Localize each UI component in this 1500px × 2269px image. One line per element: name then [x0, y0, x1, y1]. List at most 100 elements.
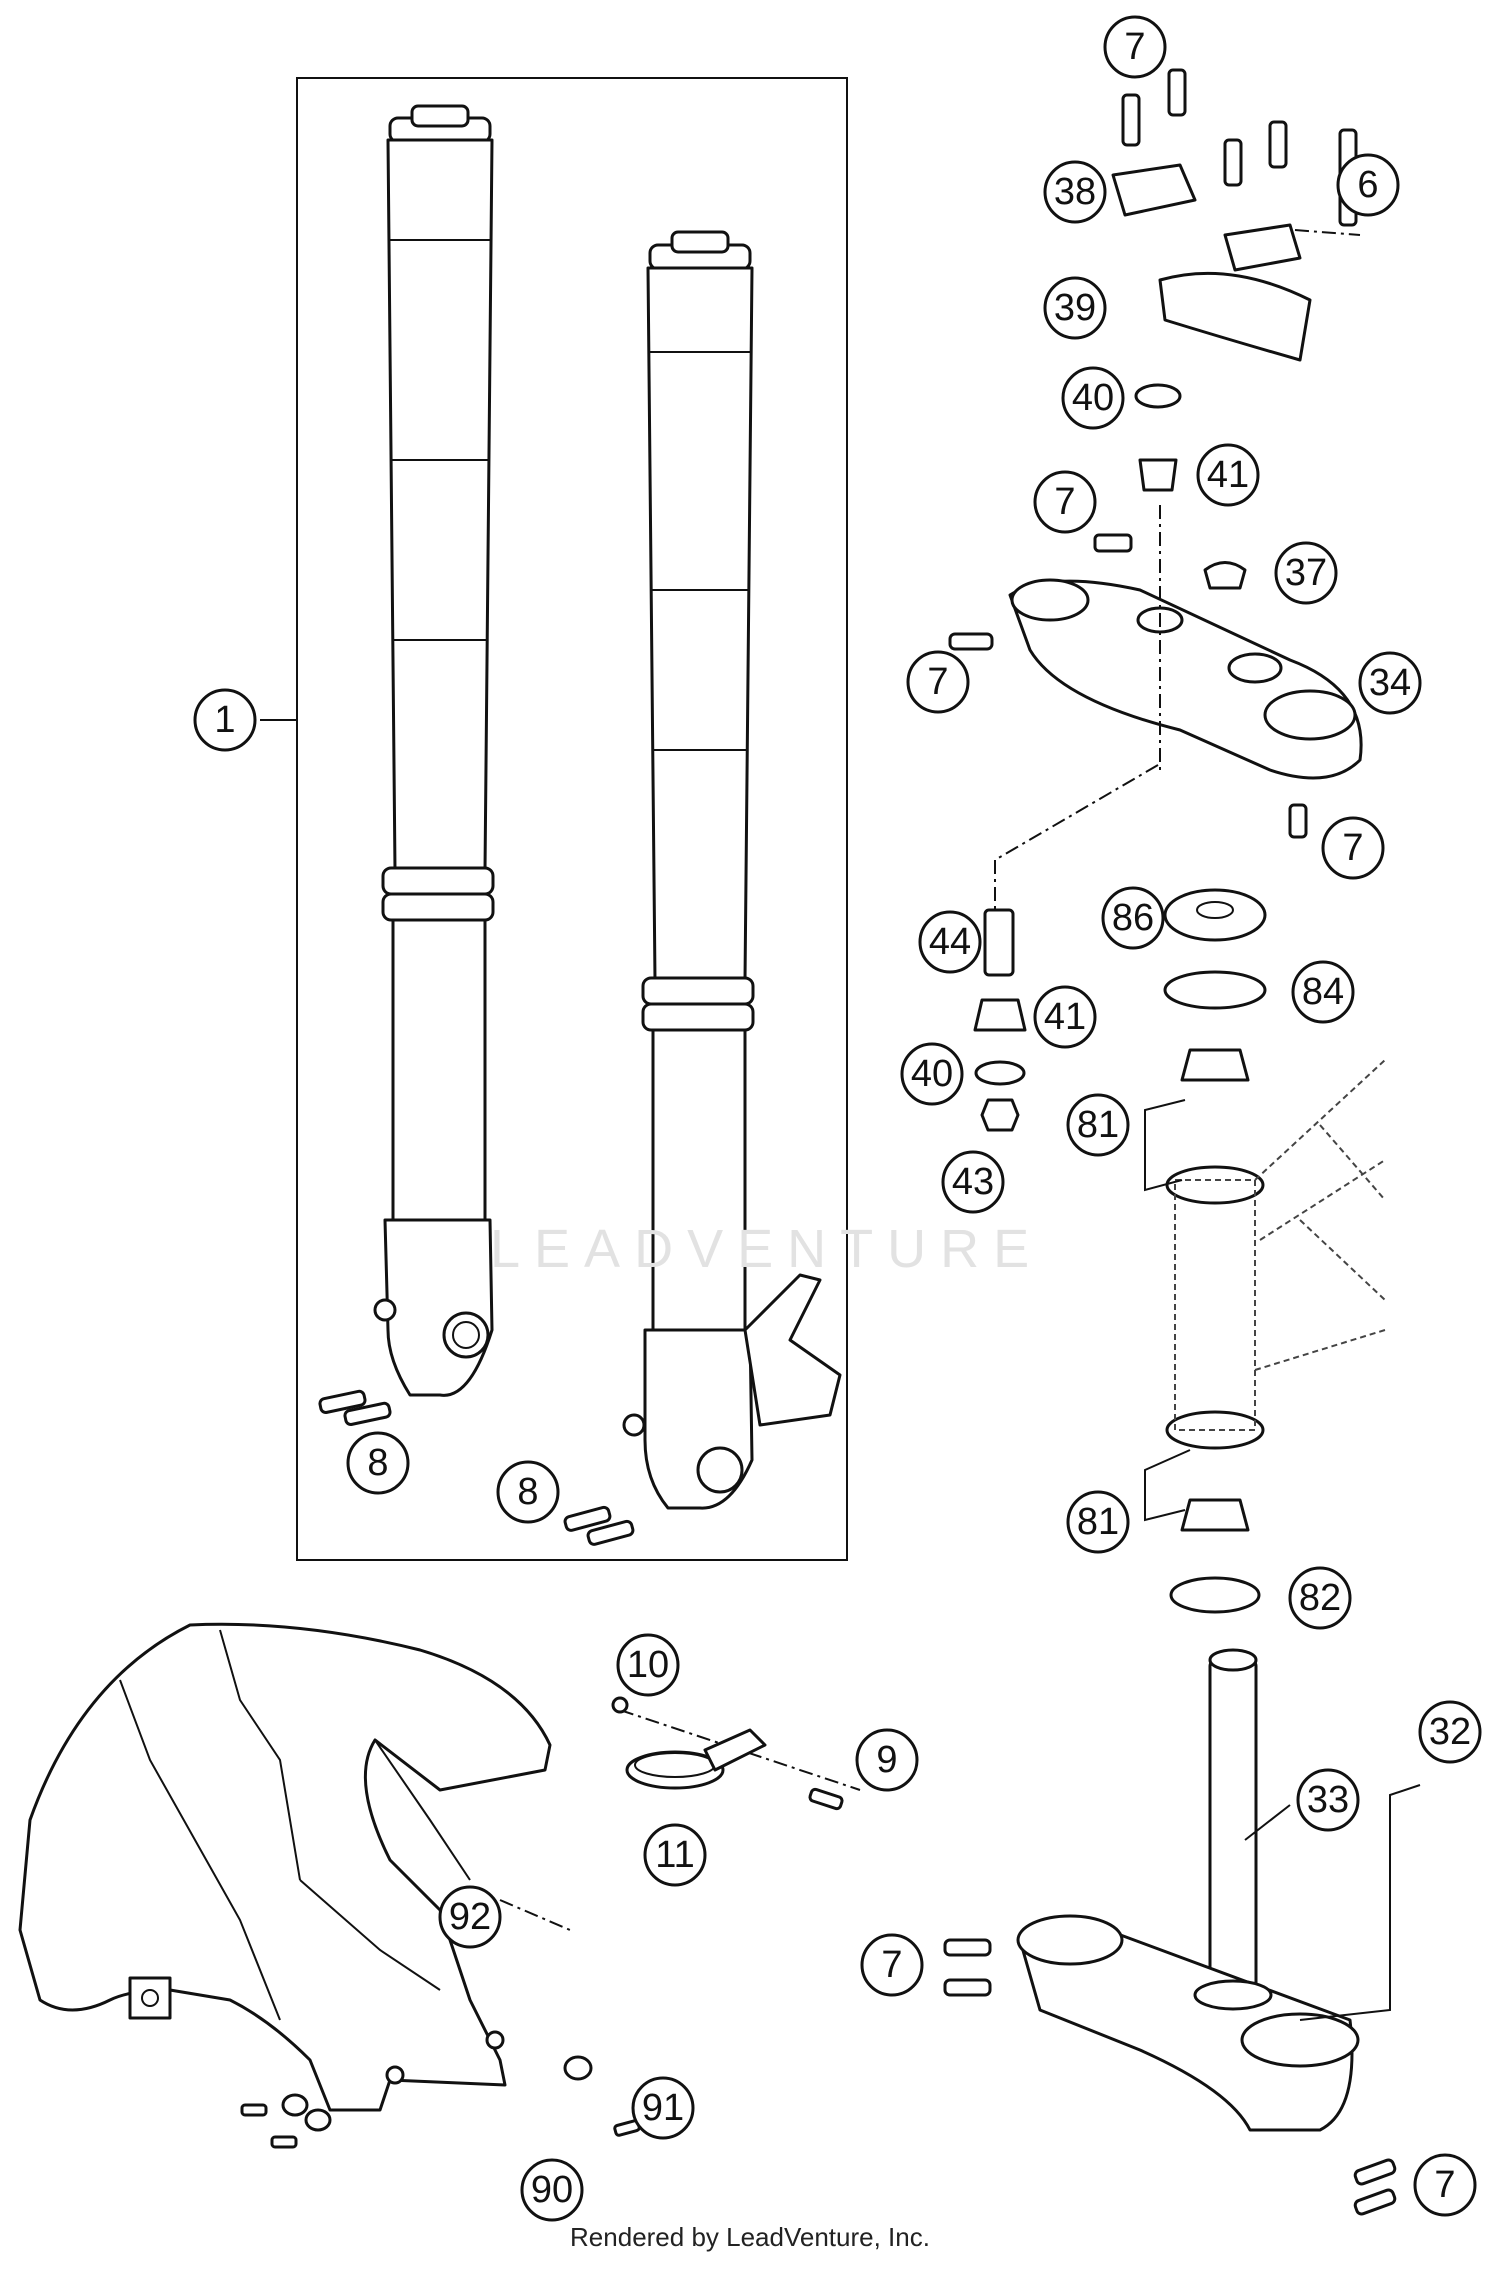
bearing-81-lower [1180, 1498, 1250, 1532]
callout-7-bottom[interactable]: 7 [1413, 2153, 1477, 2217]
callout-40-lower[interactable]: 40 [900, 1042, 964, 1106]
callout-6[interactable]: 6 [1336, 153, 1400, 217]
callout-7-left[interactable]: 7 [906, 650, 970, 714]
fork-bolts-left [318, 1389, 392, 1426]
left-fork-leg [373, 104, 495, 1397]
right-fork-leg [622, 230, 842, 1510]
callout-44[interactable]: 44 [918, 910, 982, 974]
callout-8-right[interactable]: 8 [496, 1460, 560, 1524]
callout-9[interactable]: 9 [855, 1728, 919, 1792]
svg-text:10: 10 [627, 1644, 669, 1686]
svg-text:41: 41 [1044, 996, 1086, 1038]
svg-text:41: 41 [1207, 454, 1249, 496]
svg-text:44: 44 [929, 921, 971, 963]
svg-text:1: 1 [214, 699, 235, 741]
seal-82 [1169, 1576, 1261, 1614]
seal-ring-84 [1163, 970, 1267, 1010]
svg-text:81: 81 [1077, 1501, 1119, 1543]
svg-text:91: 91 [642, 2087, 684, 2129]
callout-11[interactable]: 11 [643, 1823, 707, 1887]
callout-86[interactable]: 86 [1101, 886, 1165, 950]
fender-screws [240, 2055, 641, 2149]
washer-40-lower [974, 1060, 1026, 1086]
washer-40-upper [1134, 383, 1182, 409]
fork-group-box [296, 77, 848, 1561]
cap-37 [1203, 561, 1247, 590]
axis-line-fender-bolt2 [499, 1899, 571, 1931]
fork-bolts-right [563, 1505, 635, 1546]
svg-text:8: 8 [517, 1471, 538, 1513]
callout-40-upper[interactable]: 40 [1061, 366, 1125, 430]
callout-81-upper[interactable]: 81 [1066, 1093, 1130, 1157]
upper-triple-clamp [948, 533, 1363, 839]
svg-text:9: 9 [876, 1739, 897, 1781]
sleeve-44 [983, 908, 1015, 977]
svg-text:7: 7 [1434, 2164, 1455, 2206]
handlebar-clamp-upper-2 [1223, 223, 1302, 272]
callout-43[interactable]: 43 [941, 1150, 1005, 1214]
callout-7-lower-left[interactable]: 7 [860, 1933, 924, 1997]
svg-text:6: 6 [1357, 164, 1378, 206]
callout-38[interactable]: 38 [1043, 160, 1107, 224]
callout-37[interactable]: 37 [1274, 541, 1338, 605]
svg-text:7: 7 [1342, 827, 1363, 869]
callout-82[interactable]: 82 [1288, 1566, 1352, 1630]
callout-81-lower[interactable]: 81 [1066, 1490, 1130, 1554]
svg-text:7: 7 [1054, 481, 1075, 523]
axis-line-mid [994, 764, 1159, 861]
nut-10 [611, 1696, 629, 1714]
callout-41-lower[interactable]: 41 [1033, 985, 1097, 1049]
callout-90[interactable]: 90 [520, 2158, 584, 2222]
steering-stem-33 [1208, 1658, 1258, 2002]
bearing-81-upper [1180, 1048, 1250, 1082]
front-fender [18, 1622, 552, 2112]
svg-text:40: 40 [911, 1053, 953, 1095]
callout-7-pinch[interactable]: 7 [1321, 816, 1385, 880]
svg-text:86: 86 [1112, 897, 1154, 939]
svg-text:34: 34 [1369, 662, 1411, 704]
svg-text:7: 7 [1124, 26, 1145, 68]
watermark: LEADVENTURE [490, 1219, 1044, 1279]
callout-8-left[interactable]: 8 [346, 1431, 410, 1495]
svg-text:11: 11 [655, 1834, 694, 1876]
svg-text:90: 90 [531, 2169, 573, 2211]
svg-text:32: 32 [1429, 1711, 1471, 1753]
callout-41-upper[interactable]: 41 [1196, 443, 1260, 507]
nut-43 [980, 1098, 1020, 1132]
callout-10[interactable]: 10 [616, 1633, 680, 1697]
svg-text:7: 7 [927, 661, 948, 703]
bolt-9 [808, 1787, 844, 1811]
frame-head-tube [1174, 1059, 1386, 1431]
fender-mount [128, 1976, 172, 2020]
bearing-race-81-upper [1165, 1165, 1265, 1205]
handlebar-clamp-upper-38 [1111, 163, 1197, 217]
callout-92[interactable]: 92 [438, 1885, 502, 1949]
callout-7-top[interactable]: 7 [1103, 15, 1167, 79]
svg-text:81: 81 [1077, 1104, 1119, 1146]
callout-84[interactable]: 84 [1291, 960, 1355, 1024]
footer-credit: Rendered by LeadVenture, Inc. [570, 2222, 930, 2252]
handlebar-clamp-lower-39 [1158, 271, 1312, 362]
brake-line-clamp [611, 1696, 844, 1811]
axis-line-clamp [619, 1709, 861, 1791]
svg-text:33: 33 [1307, 1779, 1349, 1821]
callout-91[interactable]: 91 [631, 2076, 695, 2140]
callout-7-upper-clamp[interactable]: 7 [1033, 470, 1097, 534]
svg-text:39: 39 [1054, 287, 1096, 329]
rubber-bushing-41-upper [1138, 458, 1178, 492]
callout-34[interactable]: 34 [1358, 651, 1422, 715]
callout-39[interactable]: 39 [1043, 276, 1107, 340]
callout-32[interactable]: 32 [1418, 1700, 1482, 1764]
svg-text:37: 37 [1285, 552, 1327, 594]
svg-text:92: 92 [449, 1896, 491, 1938]
svg-text:38: 38 [1054, 171, 1096, 213]
lower-triple-clamp [943, 1648, 1397, 2216]
svg-text:7: 7 [881, 1944, 902, 1986]
rubber-bushing-41-lower [973, 998, 1027, 1032]
svg-text:43: 43 [952, 1161, 994, 1203]
callout-1[interactable]: 1 [193, 688, 257, 752]
callout-33[interactable]: 33 [1296, 1768, 1360, 1832]
svg-text:84: 84 [1302, 971, 1344, 1013]
svg-text:40: 40 [1072, 377, 1114, 419]
